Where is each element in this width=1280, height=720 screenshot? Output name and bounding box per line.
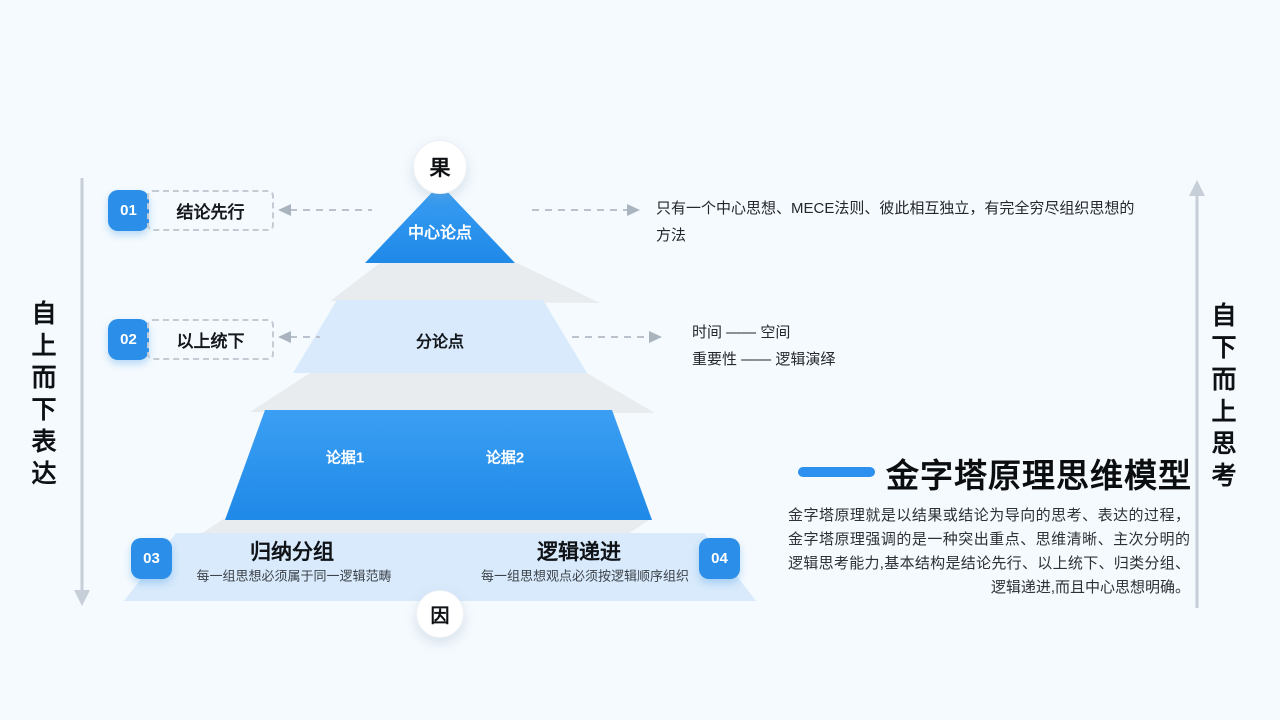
- step-04-title: 逻辑递进: [537, 541, 621, 564]
- step-03-desc: 每一组思想必须属于同一逻辑范畴: [196, 568, 392, 584]
- left-arrowhead-icon: [278, 204, 291, 216]
- level3-label-1: 论据1: [325, 449, 365, 467]
- level3-label-2: 论据2: [485, 449, 525, 467]
- annotation-row1: 只有一个中心思想、MECE法则、彼此相互独立，有完全穷尽组织思想的方法: [656, 200, 1135, 244]
- ribbon-gap-2: [250, 373, 655, 413]
- step-badge-03: 03: [131, 538, 172, 579]
- level1-label: 中心论点: [407, 225, 473, 242]
- left-axis-label: 自上而下表达: [28, 300, 56, 492]
- page-title: 金字塔原理思维模型: [886, 457, 1192, 494]
- left-arrowhead-icon: [278, 331, 291, 343]
- step-03-title: 归纳分组: [250, 541, 334, 564]
- step-label-box-02: 以上统下: [147, 319, 274, 360]
- description-paragraph: 金字塔原理就是以结果或结论为导向的思考、表达的过程，金字塔原理强调的是一种突出重…: [788, 507, 1190, 596]
- cause-circle: 因: [416, 590, 464, 638]
- level2-label: 分论点: [415, 334, 465, 351]
- pyramid-level-4: [124, 533, 756, 601]
- right-arrowhead-icon: [649, 331, 662, 343]
- step-label-box-01: 结论先行: [147, 190, 274, 231]
- step-badge-01: 01: [108, 190, 149, 231]
- step-badge-04: 04: [699, 538, 740, 579]
- down-arrow-head-icon: [74, 590, 90, 606]
- title-accent-bar: [798, 467, 875, 477]
- ribbon-gap-1: [330, 263, 600, 303]
- annotation-row2-line2: 重要性 —— 逻辑演绎: [692, 351, 836, 368]
- pyramid-level-1: [365, 184, 515, 263]
- step-04-desc: 每一组思想观点必须按逻辑顺序组织: [480, 568, 690, 584]
- right-arrowhead-icon: [627, 204, 640, 216]
- annotation-row2-line1: 时间 —— 空间: [692, 324, 791, 341]
- up-arrow-head-icon: [1189, 180, 1205, 196]
- pyramid-level-2: [293, 300, 587, 373]
- pyramid-level-3: [225, 410, 652, 520]
- right-axis-label: 自下而上思考: [1208, 302, 1236, 494]
- step-badge-02: 02: [108, 319, 149, 360]
- result-circle: 果: [413, 140, 467, 194]
